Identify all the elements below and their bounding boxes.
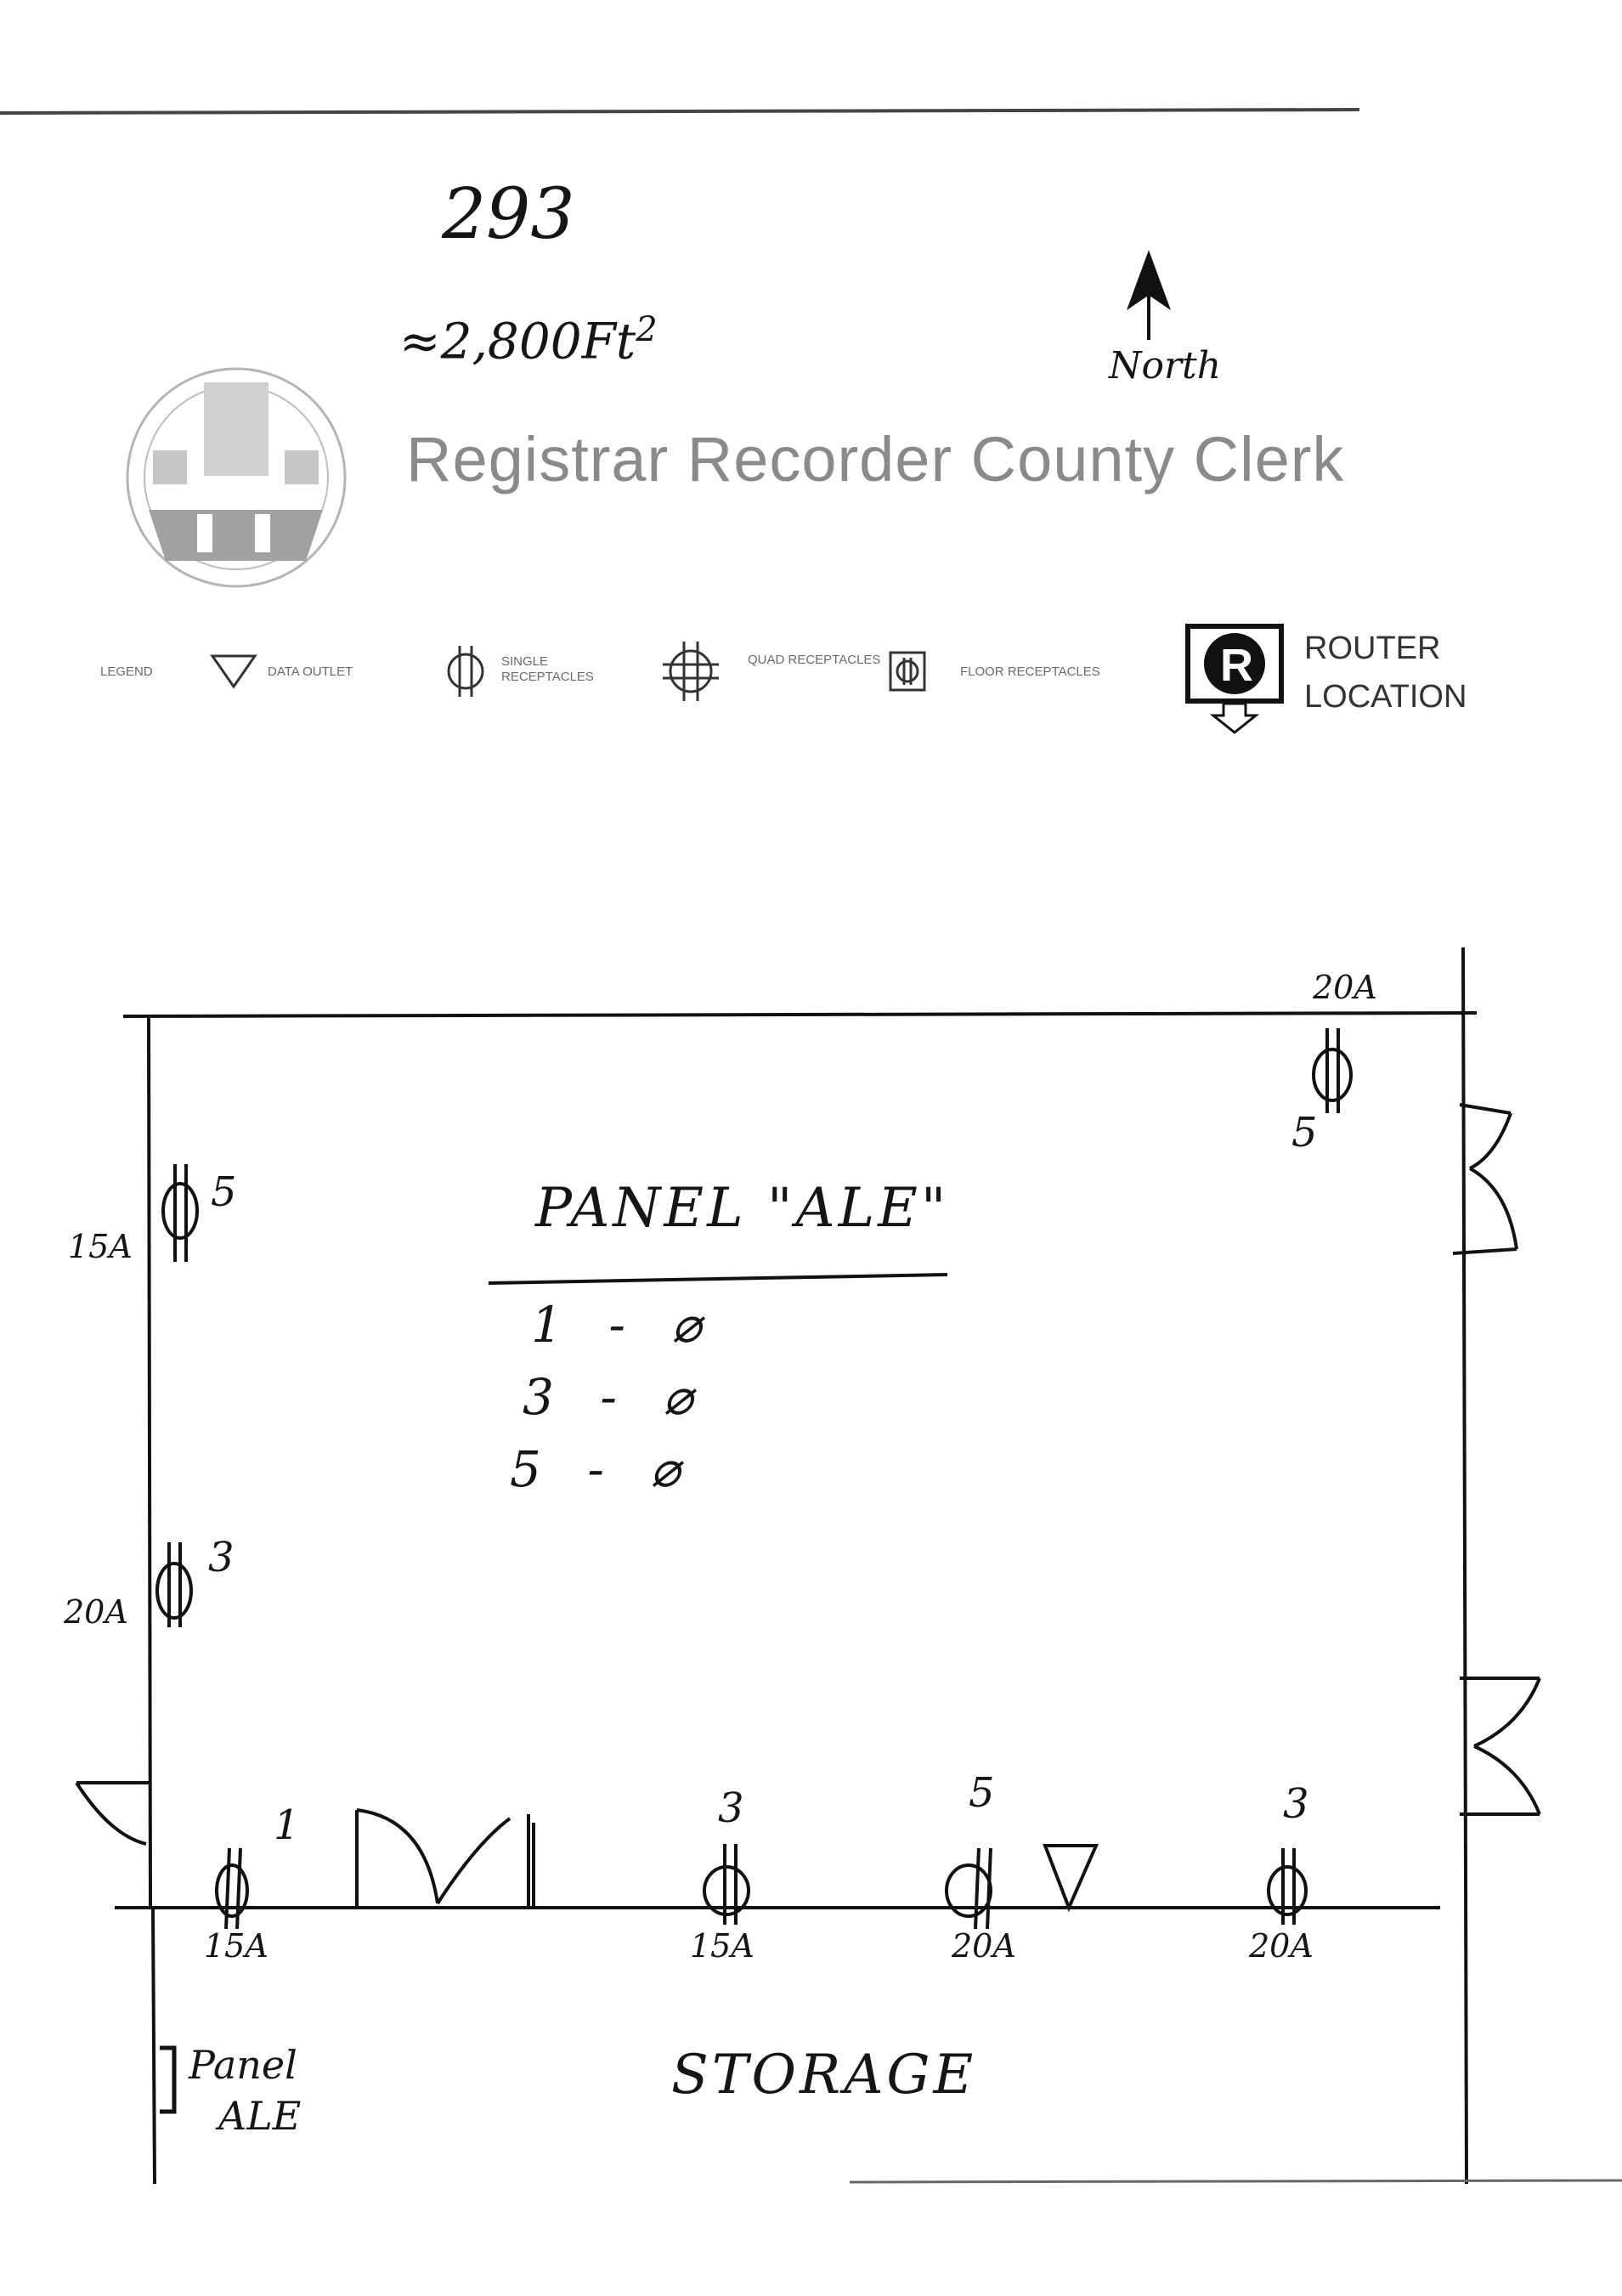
wall-right xyxy=(1461,947,1468,2185)
panel-marker-line2: ALE xyxy=(218,2093,302,2139)
legend-quad-receptacle-label: QUAD RECEPTACLES xyxy=(748,653,881,667)
storage-label: STORAGE xyxy=(671,2044,977,2107)
floor-receptacle-icon xyxy=(889,651,926,692)
door-left-swing xyxy=(75,1781,149,1846)
data-outlet-triangle-icon xyxy=(1043,1844,1099,1913)
area-value: ≈2,800Ft xyxy=(399,312,636,370)
data-outlet-triangle-icon xyxy=(210,654,257,689)
door-right-upper xyxy=(1452,1103,1518,1255)
area-note: ≈2,800Ft2 xyxy=(399,310,658,370)
panel-title: PANEL "ALE" xyxy=(535,1177,950,1240)
legend-router-label: ROUTER LOCATION xyxy=(1304,631,1467,715)
panel-title-underline xyxy=(488,1273,948,1285)
receptacle-amp-label: 20A xyxy=(1249,1927,1314,1965)
receptacle-circuit-label: 3 xyxy=(1283,1780,1309,1828)
single-receptacle-icon xyxy=(161,1164,199,1262)
legend-label: LEGEND xyxy=(100,664,153,679)
router-r-icon xyxy=(1185,624,1284,734)
legend-data-outlet-label: DATA OUTLET xyxy=(268,664,353,679)
page-title: Registrar Recorder County Clerk xyxy=(406,424,1345,495)
floor-plan xyxy=(115,947,1478,2185)
storage-wall-left xyxy=(151,1907,156,2185)
single-receptacle-icon xyxy=(1312,1028,1353,1113)
sheet-number: 293 xyxy=(442,174,575,255)
single-receptacle-icon xyxy=(1267,1848,1308,1925)
router-letter: R xyxy=(1220,640,1253,691)
door-right-lower xyxy=(1460,1677,1541,1816)
single-receptacle-icon xyxy=(447,646,484,697)
panel-row-3: 3 - ⌀ xyxy=(523,1368,709,1426)
county-seal-logo xyxy=(126,367,347,588)
single-receptacle-icon xyxy=(215,1847,249,1930)
panel-marker-bracket xyxy=(160,2045,177,2114)
receptacle-circuit-label: 1 xyxy=(274,1801,300,1849)
receptacle-circuit-label: 3 xyxy=(718,1784,744,1832)
single-receptacle-icon xyxy=(703,1844,750,1925)
receptacle-circuit-label: 5 xyxy=(211,1168,237,1216)
panel-marker-line1: Panel xyxy=(189,2042,297,2088)
quad-receptacle-icon xyxy=(663,642,719,701)
wall-left xyxy=(147,1015,152,1909)
receptacle-amp-label: 20A xyxy=(952,1927,1016,1965)
panel-row-5: 5 - ⌀ xyxy=(510,1440,696,1498)
receptacle-amp-label: 15A xyxy=(204,1927,268,1965)
scan-edge-line xyxy=(0,108,1360,115)
receptacle-amp-label: 20A xyxy=(64,1593,128,1631)
receptacle-circuit-label: 5 xyxy=(969,1769,995,1817)
north-label: North xyxy=(1109,344,1222,387)
legend-floor-receptacle-label: FLOOR RECEPTACLES xyxy=(960,664,1100,679)
single-receptacle-icon xyxy=(155,1542,193,1627)
receptacle-circuit-label: 5 xyxy=(1291,1109,1318,1156)
legend-single-receptacle-label: SINGLE RECEPTACLES xyxy=(501,654,594,684)
receptacle-circuit-label: 3 xyxy=(208,1534,235,1581)
wall-top xyxy=(122,1011,1478,1018)
receptacle-amp-label: 20A xyxy=(1313,969,1377,1006)
panel-marker-label: Panel ALE xyxy=(189,2039,301,2141)
single-receptacle-icon xyxy=(945,1847,992,1930)
receptacle-amp-label: 15A xyxy=(68,1228,133,1265)
receptacle-amp-label: 15A xyxy=(690,1927,754,1965)
area-exponent: 2 xyxy=(636,310,658,349)
door-bottom-swing xyxy=(355,1808,535,1908)
panel-row-1: 1 - ⌀ xyxy=(531,1296,717,1354)
north-arrow-icon xyxy=(1126,250,1172,340)
